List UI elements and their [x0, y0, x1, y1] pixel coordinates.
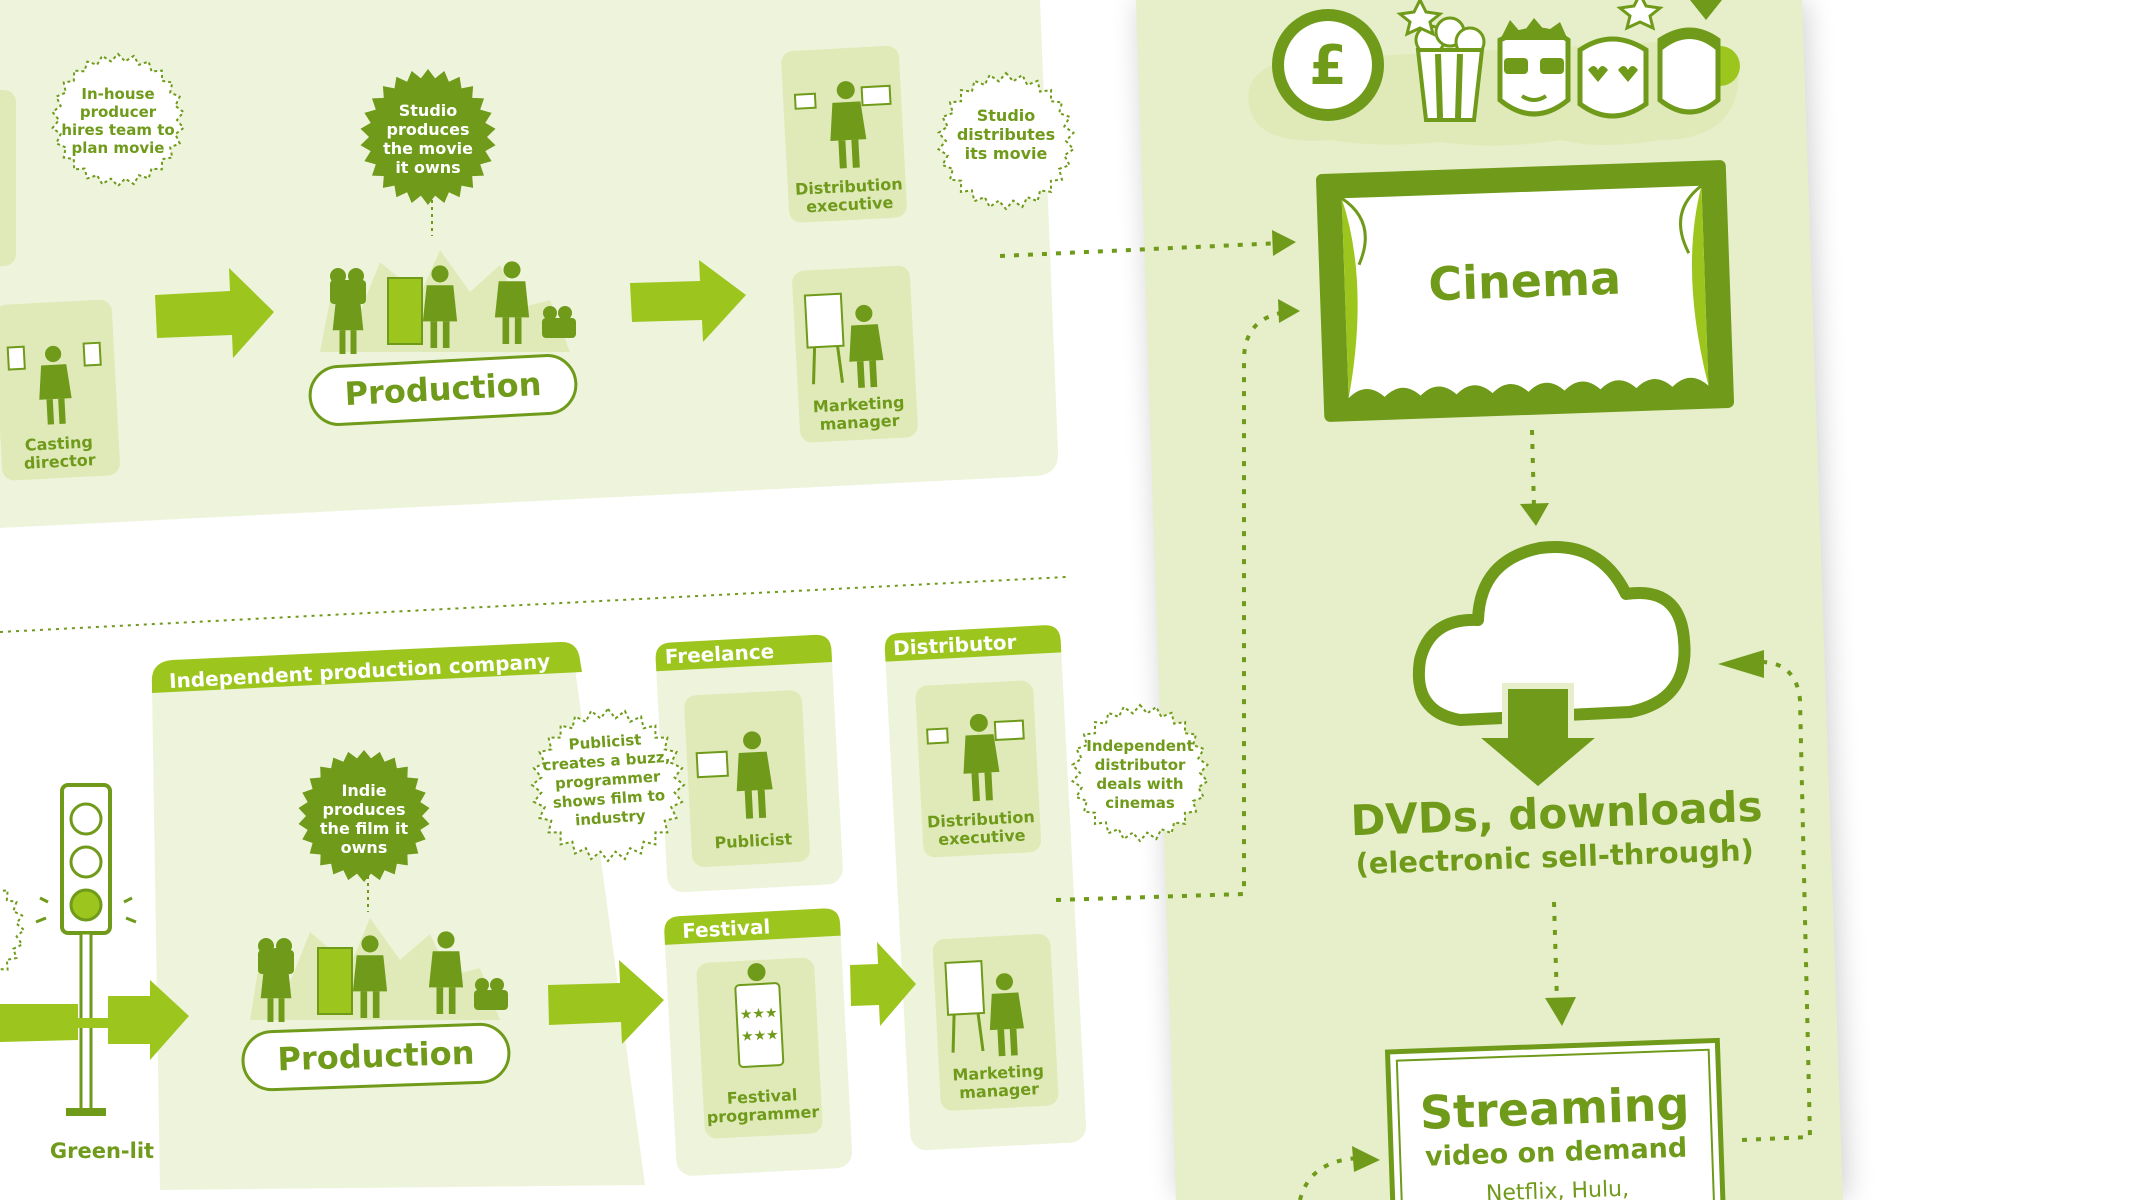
star-icon [1616, 0, 1664, 31]
production-pill-bottom: Production [241, 1022, 511, 1092]
popcorn-icon [1414, 16, 1486, 122]
streaming-box: Streaming video on demand Netflix, Hulu, [1384, 1037, 1727, 1200]
heart-icon [1690, 0, 1722, 20]
publicist-label: Publicist [714, 829, 793, 852]
svg-text:★★★: ★★★ [740, 1005, 778, 1023]
traffic-light-icon [35, 783, 137, 1116]
svg-text:Publicistcreates a buzz,progra: Publicistcreates a buzz,programmershows … [541, 729, 675, 832]
cloud-download-icon [1412, 541, 1691, 794]
cinema-screen: Cinema [1316, 160, 1735, 422]
freelance-panel: Freelance Publicist [655, 634, 843, 893]
streaming-title: Streaming [1419, 1076, 1690, 1139]
distributor-panel: Distributor Distributionexecutive Market… [884, 625, 1087, 1151]
dotted-connector [999, 241, 1283, 258]
flow-arrow [850, 942, 916, 1026]
dotted-connector [1741, 659, 1813, 1142]
green-lit-label: Green-lit [50, 1139, 154, 1163]
production-crew-icon [320, 250, 576, 354]
production-pill-top: Production [308, 354, 578, 426]
svg-text:Festival: Festival [682, 914, 771, 943]
star-icon [1396, 0, 1444, 37]
casting-director-card: Castingdirector [0, 299, 120, 481]
section-divider [0, 576, 1067, 633]
audience-face-icon [1657, 27, 1740, 115]
casting-director-label: Castingdirector [23, 432, 97, 473]
publicist-buzz-badge: Publicistcreates a buzz,programmershows … [530, 707, 686, 863]
svg-text:Distributionexecutive: Distributionexecutive [927, 807, 1036, 850]
right-panel-content: £ [1248, 0, 1813, 1200]
streaming-services: Netflix, Hulu, [1486, 1177, 1630, 1200]
svg-text:Marketingmanager: Marketingmanager [952, 1061, 1045, 1103]
svg-text:Production: Production [277, 1034, 475, 1079]
svg-text:£: £ [1309, 34, 1347, 97]
svg-text:Freelance: Freelance [664, 639, 774, 669]
production-crew-icon [250, 918, 508, 1022]
cinema-label: Cinema [1428, 251, 1622, 312]
flow-arrow [0, 980, 189, 1060]
flow-arrow [548, 960, 664, 1044]
svg-text:Distributionexecutive: Distributionexecutive [795, 174, 904, 217]
dotted-connector [1552, 901, 1559, 1003]
marketing-manager-card-top: Marketingmanager [792, 265, 918, 443]
flow-arrow [630, 260, 746, 342]
flow-arrow [155, 268, 274, 358]
partial-badge [0, 889, 26, 971]
card-partial [0, 90, 16, 266]
festival-panel: Festival ★★★ ★★★ Festivalprogrammer [664, 908, 853, 1176]
distribution-executive-card-top: Distributionexecutive [781, 45, 907, 223]
pound-coin-icon: £ [1272, 9, 1384, 121]
heart-eyes-face-icon [1577, 36, 1649, 119]
audience-face-icon [1497, 18, 1571, 117]
svg-text:★★★: ★★★ [741, 1027, 779, 1045]
indie-company-panel: Independent production company [151, 641, 645, 1190]
svg-text:Marketingmanager: Marketingmanager [812, 393, 905, 435]
